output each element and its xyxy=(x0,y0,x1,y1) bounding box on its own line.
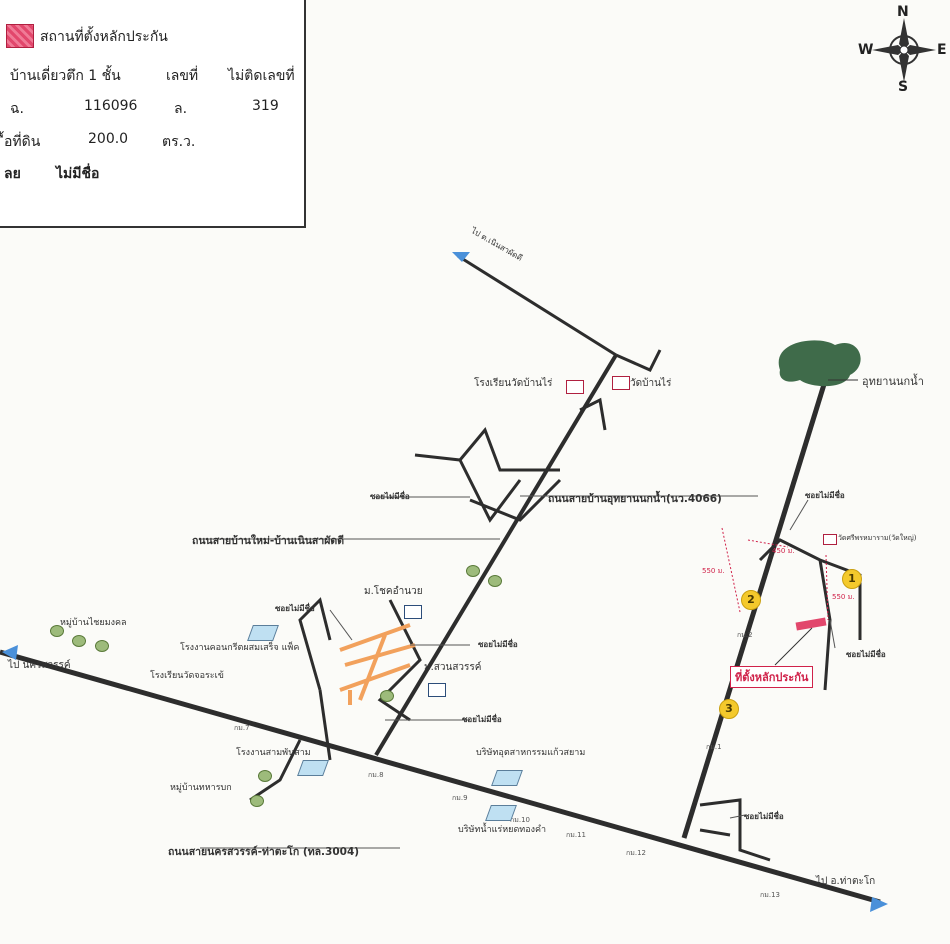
km-1: กม.1 xyxy=(706,743,722,751)
legend-lot-value: 319 xyxy=(252,98,279,114)
soi-label-4: ซอยไม่มีชื่อ xyxy=(478,640,518,649)
school-ban-rai-label: โรงเรียนวัดบ้านไร่ xyxy=(474,378,553,389)
school-chorakhe-label: โรงเรียนวัดจอระเข้ xyxy=(150,671,224,681)
highway-3004 xyxy=(0,649,881,905)
arrow-east-icon xyxy=(870,897,888,912)
tree-icon xyxy=(250,795,264,807)
legend-house-type: บ้านเดี่ยวตึก 1 ชั้น xyxy=(10,68,121,84)
marker-2: 2 xyxy=(741,590,761,610)
legend-road-label: ลย xyxy=(4,166,21,182)
legend-road-value: ไม่มีชื่อ xyxy=(56,166,100,182)
tree-icon xyxy=(95,640,109,652)
marker-3: 3 xyxy=(719,699,739,719)
distance-550a: 550 ม. xyxy=(702,567,725,575)
compass-w: W xyxy=(858,42,874,58)
bird-park-area xyxy=(778,340,861,387)
legend-area-unit: ตร.ว. xyxy=(162,134,196,150)
legend-area-value: 200.0 xyxy=(88,131,129,147)
soi-label-7: ซอยไม่มีชื่อ xyxy=(744,812,784,821)
road-banmai-label: ถนนสายบ้านใหม่-บ้านเนินสาผัดดี xyxy=(192,535,345,547)
road-uthayan-label: ถนนสายบ้านอุทยานนกน้ำ(นว.4066) xyxy=(548,493,722,505)
marker-1: 1 xyxy=(842,569,862,589)
km-11: กม.11 xyxy=(566,831,586,839)
legend-title: สถานที่ตั้งหลักประกัน xyxy=(40,29,168,45)
tree-icon xyxy=(380,690,394,702)
mu-suanswan-label: ม.สวนสวรรค์ xyxy=(424,662,482,673)
orange-roads xyxy=(339,623,416,705)
compass-e: E xyxy=(937,42,947,58)
tree-icon xyxy=(466,565,480,577)
temple-icon xyxy=(612,376,630,390)
legend-area-label: ื้อที่ดิน xyxy=(4,134,41,150)
distance-450: 450 ม. xyxy=(772,547,795,555)
legend-box: สถานที่ตั้งหลักประกัน บ้านเดี่ยวตึก 1 ชั… xyxy=(0,0,306,228)
wat-ban-rai-label: วัดบ้านไร่ xyxy=(630,378,672,389)
road-main-label: ถนนสายนครสวรรค์-ท่าตะโก (ทล.3004) xyxy=(168,846,360,858)
company-glass-label: บริษัทอุตสาหกรรมแก้วสยาม xyxy=(476,748,586,758)
soi-label-3: ซอยไม่มีชื่อ xyxy=(275,604,315,613)
tree-icon xyxy=(50,625,64,637)
km-8: กม.8 xyxy=(368,771,384,779)
km-10: กม.10 xyxy=(510,816,530,824)
tree-icon xyxy=(258,770,272,782)
km-13: กม.13 xyxy=(760,891,780,899)
soi-label-6: ซอยไม่มีชื่อ xyxy=(846,650,886,659)
collateral-label: ที่ตั้งหลักประกัน xyxy=(730,666,814,688)
soi-label-5: ซอยไม่มีชื่อ xyxy=(462,715,502,724)
tree-icon xyxy=(488,575,502,587)
tree-icon xyxy=(72,635,86,647)
factory-phan-label: โรงงานสามพันสาม xyxy=(236,748,311,758)
village-icon xyxy=(404,605,422,619)
to-nakhon-label: ไป นครสวรรค์ xyxy=(8,660,71,671)
soi-label-1: ซอยไม่มีชื่อ xyxy=(805,491,845,500)
factory-concrete-label: โรงงานคอนกรีตผสมเสร็จ แพ็ค xyxy=(180,643,300,653)
arrow-west-icon xyxy=(2,645,18,660)
village-soldier-label: หมู่บ้านทหารบก xyxy=(170,783,232,793)
to-thatako-label: ไป อ.ท่าตะโก xyxy=(816,876,876,887)
arrow-north-icon xyxy=(452,252,470,262)
legend-number-value: ไม่ติดเลขที่ xyxy=(228,68,295,84)
legend-deed-value: 116096 xyxy=(84,98,138,114)
compass-s: S xyxy=(898,79,909,95)
village-icon xyxy=(428,683,446,697)
collateral-swatch-icon xyxy=(6,24,34,48)
school-icon xyxy=(566,380,584,394)
wat-sri-label: วัดศรีพรหมาราม(วัดใหญ่) xyxy=(838,534,917,542)
km-12: กม.12 xyxy=(626,849,646,857)
compass-icon xyxy=(872,18,936,82)
temple-icon xyxy=(823,534,837,545)
legend-deed-label: ฉ. xyxy=(10,101,24,117)
road-banmai xyxy=(374,353,618,757)
village-chaimongkol-label: หมู่บ้านไชยมงคล xyxy=(60,618,127,628)
km-7: กม.7 xyxy=(234,724,250,732)
mu-chokamnuai-label: ม.โชคอำนวย xyxy=(364,586,423,597)
km-2: กม.2 xyxy=(737,631,753,639)
road-noen xyxy=(457,254,617,357)
legend-number-label: เลขที่ xyxy=(166,68,199,84)
compass-n: N xyxy=(897,4,909,20)
bird-park-label: อุทยานนกน้ำ xyxy=(862,375,924,388)
soi-label-2: ซอยไม่มีชื่อ xyxy=(370,492,410,501)
collateral-location-icon xyxy=(795,617,827,631)
km-9: กม.9 xyxy=(452,794,468,802)
company-water-label: บริษัทน้ำแร่หยดทองคำ xyxy=(458,825,547,835)
distance-550b: 550 ม. xyxy=(832,593,855,601)
legend-lot-label: ล. xyxy=(174,101,188,117)
